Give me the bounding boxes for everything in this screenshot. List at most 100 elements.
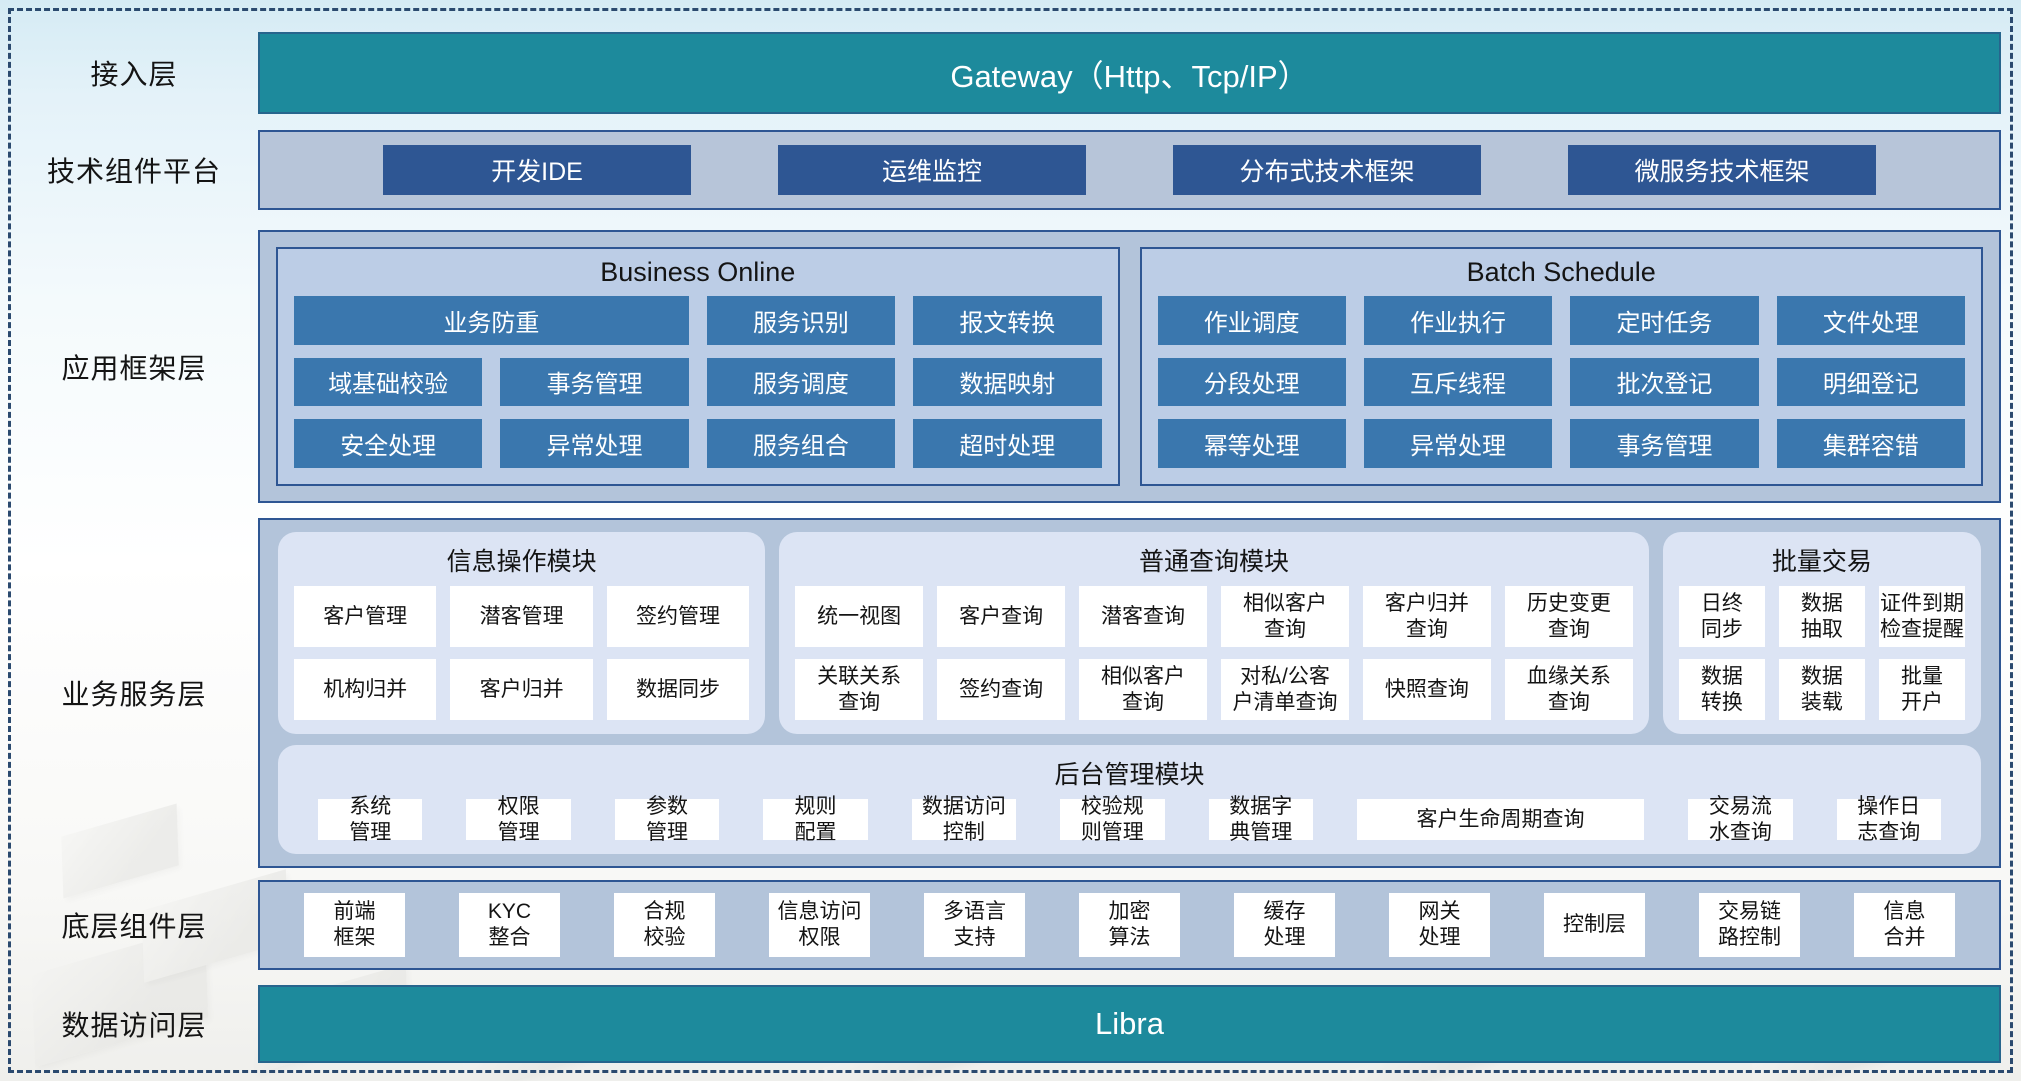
app-item-button: 明细登记: [1776, 357, 1965, 407]
base-component-cell: 缓存 处理: [1234, 893, 1335, 957]
base-component-cell: 合规 校验: [614, 893, 715, 957]
app-group-box: Batch Schedule 作业调度作业执行定时任务文件处理分段处理互斥线程批次…: [1139, 247, 1983, 486]
service-cell: 客户管理: [294, 586, 437, 647]
layer-label-app-framework: 应用框架层: [61, 352, 207, 384]
service-module-title: 普通查询模块: [1139, 548, 1290, 576]
admin-cell: 系统 管理: [318, 795, 423, 844]
admin-cell: 操作日 志查询: [1836, 795, 1941, 844]
layer-label-base-components: 底层组件层: [61, 911, 207, 942]
service-cell: 统一视图: [795, 586, 924, 647]
app-item-button: 分段处理: [1157, 357, 1346, 407]
admin-module-panel: 后台管理模块 系统 管理权限 管理参数 管理规则 配置数据访问 控制校验规 则管…: [278, 745, 1981, 854]
app-item-button: 报文转换: [913, 296, 1102, 345]
tech-platform-button: 微服务技术框架: [1568, 145, 1876, 195]
base-component-cell: 网关 处理: [1389, 893, 1490, 957]
base-components-container: 前端 框架 KYC 整合合规 校验信息访问 权限多语言 支持加密 算法缓存 处理网…: [258, 880, 2001, 970]
service-cell: 数据同步: [606, 659, 750, 720]
service-cell: 签约管理: [606, 586, 750, 647]
app-item-button: 定时任务: [1570, 296, 1759, 345]
layer-row-base-components: 底层组件层 前端 框架 KYC 整合合规 校验信息访问 权限多语言 支持加密 算法…: [10, 880, 2001, 970]
base-component-cell: 信息 合并: [1854, 893, 1955, 957]
app-item-button: 互斥线程: [1363, 357, 1553, 407]
service-cell: 相似客户 查询: [1221, 586, 1349, 647]
app-item-button: 服务识别: [706, 296, 896, 345]
layer-label-data-access: 数据访问层: [61, 1010, 207, 1041]
tech-platform-button: 运维监控: [778, 145, 1086, 195]
service-module-panel: 信息操作模块客户管理潜客管理签约管理机构归并客户归并数据同步: [278, 532, 766, 734]
base-component-cell: KYC 整合: [459, 893, 560, 957]
gateway-bar: Gateway（Http、Tcp/IP）: [258, 32, 2001, 114]
app-item-button: 超时处理: [913, 419, 1102, 468]
app-item-button: 事务管理: [1570, 419, 1759, 468]
admin-cell: 规则 配置: [763, 795, 868, 844]
layer-label-business-service: 业务服务层: [61, 679, 207, 710]
service-module-panel: 批量交易日终 同步数据 抽取证件到期 检查提醒数据 转换数据 装载批量 开户: [1662, 532, 1981, 734]
admin-cell: 校验规 则管理: [1060, 795, 1165, 844]
service-cell: 客户归并 查询: [1362, 586, 1491, 647]
app-item-button: 作业执行: [1363, 296, 1553, 345]
service-module-grid: 日终 同步数据 抽取证件到期 检查提醒数据 转换数据 装载批量 开户: [1678, 586, 1965, 720]
app-item-button: 集群容错: [1776, 419, 1965, 468]
admin-cell: 权限 管理: [466, 795, 571, 844]
app-item-button: 服务调度: [706, 357, 896, 407]
base-component-cell: 控制层: [1544, 893, 1645, 957]
service-cell: 证件到期 检查提醒: [1878, 586, 1965, 647]
service-cell: 客户归并: [450, 659, 593, 720]
service-module-title: 信息操作模块: [446, 548, 597, 576]
service-cell: 潜客查询: [1079, 586, 1208, 647]
app-item-button: 幂等处理: [1157, 419, 1346, 468]
service-module-grid: 统一视图客户查询潜客查询相似客户 查询客户归并 查询历史变更 查询关联关系 查询…: [795, 586, 1633, 720]
service-cell: 对私/公客 户清单查询: [1221, 659, 1349, 720]
service-module-title: 批量交易: [1771, 548, 1872, 576]
service-cell: 历史变更 查询: [1504, 586, 1633, 647]
admin-cells-row: 系统 管理权限 管理参数 管理规则 配置数据访问 控制校验规 则管理数据字 典管…: [294, 795, 1965, 844]
admin-cell: 客户生命周期查询: [1356, 799, 1645, 840]
app-item-button: 数据映射: [913, 357, 1102, 407]
libra-bar: Libra: [258, 985, 2001, 1063]
layer-row-data-access: 数据访问层 Libra: [10, 985, 2001, 1063]
service-cell: 快照查询: [1362, 659, 1491, 720]
app-group-title: Business Online: [600, 257, 796, 287]
app-item-button: 文件处理: [1776, 296, 1965, 345]
service-cell: 数据 抽取: [1778, 586, 1865, 647]
service-cell: 客户查询: [937, 586, 1066, 647]
service-cell: 机构归并: [294, 659, 437, 720]
service-cell: 日终 同步: [1678, 586, 1765, 647]
app-item-button: 作业调度: [1157, 296, 1346, 345]
service-cell: 关联关系 查询: [795, 659, 924, 720]
app-item-button: 批次登记: [1570, 357, 1759, 407]
base-component-cell: 前端 框架: [304, 893, 405, 957]
service-cell: 批量 开户: [1878, 659, 1965, 720]
service-cell: 潜客管理: [450, 586, 593, 647]
app-item-button: 异常处理: [500, 419, 689, 468]
app-item-button: 域基础校验: [294, 357, 483, 407]
business-service-container: 信息操作模块客户管理潜客管理签约管理机构归并客户归并数据同步普通查询模块统一视图…: [258, 518, 2001, 868]
service-module-grid: 客户管理潜客管理签约管理机构归并客户归并数据同步: [294, 586, 750, 720]
admin-cell: 参数 管理: [614, 795, 720, 844]
app-group-box: Business Online 业务防重服务识别报文转换域基础校验事务管理服务调度…: [276, 247, 1120, 486]
service-module-panel: 普通查询模块统一视图客户查询潜客查询相似客户 查询客户归并 查询历史变更 查询关…: [779, 532, 1649, 734]
service-cell: 数据 装载: [1778, 659, 1865, 720]
app-item-button: 业务防重: [294, 296, 689, 345]
service-cell: 签约查询: [937, 659, 1066, 720]
app-item-button: 安全处理: [294, 419, 483, 468]
app-item-button: 事务管理: [500, 357, 689, 407]
app-item-button: 异常处理: [1363, 419, 1553, 468]
layer-row-business-service: 业务服务层 信息操作模块客户管理潜客管理签约管理机构归并客户归并数据同步普通查询…: [10, 518, 2001, 868]
base-component-cell: 信息访问 权限: [769, 893, 870, 957]
app-item-button: 服务组合: [706, 419, 896, 468]
base-component-cell: 加密 算法: [1079, 893, 1180, 957]
service-cell: 血缘关系 查询: [1504, 659, 1633, 720]
layer-label-tech-platform: 技术组件平台: [46, 156, 221, 187]
app-group-grid: 作业调度作业执行定时任务文件处理分段处理互斥线程批次登记明细登记幂等处理异常处理…: [1157, 296, 1965, 468]
admin-cell: 数据字 典管理: [1208, 795, 1313, 844]
layer-row-access: 接入层 Gateway（Http、Tcp/IP）: [10, 32, 2001, 114]
layer-label-access: 接入层: [90, 59, 178, 90]
base-component-cell: 多语言 支持: [924, 893, 1025, 957]
base-component-cell: 交易链 路控制: [1699, 893, 1800, 957]
admin-cell: 交易流 水查询: [1688, 795, 1793, 844]
app-group-title: Batch Schedule: [1466, 257, 1656, 287]
admin-module-title: 后台管理模块: [1054, 761, 1205, 789]
